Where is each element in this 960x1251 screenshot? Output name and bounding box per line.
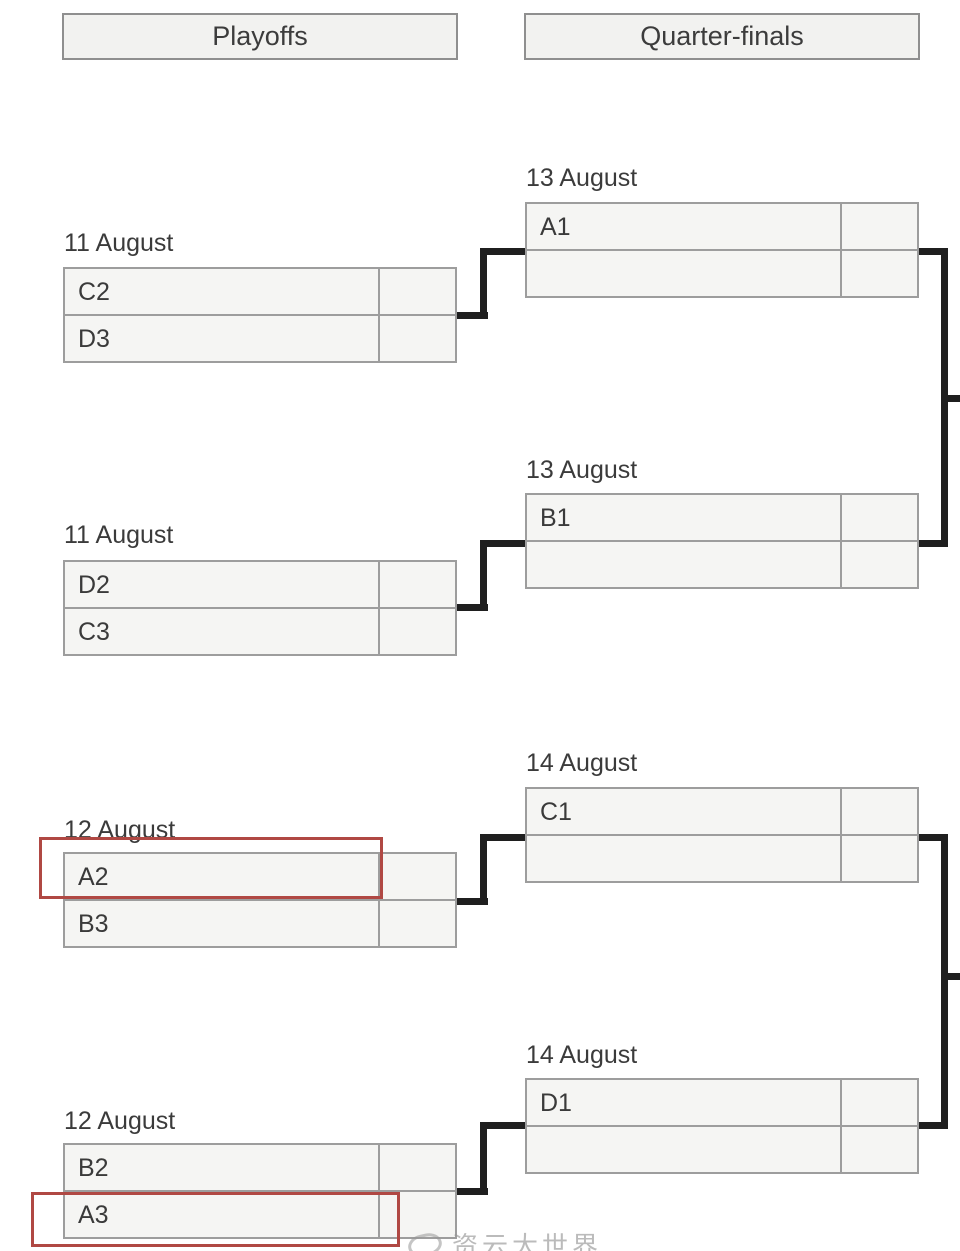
match-row: A2 (63, 852, 457, 901)
score-cell (840, 251, 917, 296)
match-row: D2 (63, 560, 457, 609)
score-cell (378, 1192, 455, 1237)
score-cell (840, 836, 917, 881)
score-cell (378, 609, 455, 654)
score-cell (840, 204, 917, 249)
team-name: C2 (78, 278, 110, 306)
bracket-connector (941, 834, 948, 1129)
team-name: A3 (78, 1201, 109, 1229)
bracket-connector (941, 248, 948, 547)
score-cell (378, 1145, 455, 1190)
highlight-box-a3 (31, 1192, 400, 1247)
match-row: C2 (63, 267, 457, 316)
team-name: C1 (540, 798, 572, 826)
match-row: D3 (63, 314, 457, 363)
score-cell (378, 316, 455, 361)
match-box-playoff-3: A2 B3 (63, 852, 457, 948)
match-row (525, 249, 919, 298)
score-cell (840, 1080, 917, 1125)
round-header-playoffs-label: Playoffs (212, 21, 308, 51)
match-box-playoff-4: B2 A3 (63, 1143, 457, 1239)
match-row: A3 (63, 1190, 457, 1239)
round-header-quarterfinals: Quarter-finals (524, 13, 920, 60)
match-row: B1 (525, 493, 919, 542)
match-date: 13 August (526, 456, 638, 484)
bracket-connector (457, 1188, 488, 1195)
bracket-connector (487, 834, 525, 841)
team-name: D3 (78, 325, 110, 353)
match-row: C3 (63, 607, 457, 656)
match-row: D1 (525, 1078, 919, 1127)
team-name: C3 (78, 618, 110, 646)
score-cell (840, 1127, 917, 1172)
watermark-swirl-icon (406, 1230, 444, 1251)
score-cell (378, 562, 455, 607)
team-name (527, 542, 840, 587)
match-date: 14 August (526, 749, 638, 777)
match-row (525, 1125, 919, 1174)
highlight-box-a2 (39, 837, 383, 899)
score-cell (840, 789, 917, 834)
match-date: 12 August (64, 1107, 176, 1135)
score-cell (378, 854, 455, 899)
match-row: B3 (63, 899, 457, 948)
bracket-connector (480, 834, 487, 905)
match-date: 11 August (64, 521, 174, 549)
team-name: A1 (540, 213, 571, 241)
score-cell (840, 542, 917, 587)
bracket-connector (480, 540, 487, 611)
score-cell (378, 269, 455, 314)
team-name: B2 (78, 1154, 109, 1182)
bracket-connector (487, 540, 525, 547)
match-date: 14 August (526, 1041, 638, 1069)
watermark: 资云大世界 (406, 1226, 603, 1251)
watermark-text: 资云大世界 (452, 1231, 603, 1251)
team-name (527, 836, 840, 881)
team-name: B1 (540, 504, 571, 532)
match-row: A1 (525, 202, 919, 251)
bracket-connector (919, 248, 948, 255)
bracket-connector (919, 834, 948, 841)
team-name: D2 (78, 571, 110, 599)
team-name (527, 1127, 840, 1172)
bracket-connector (948, 973, 960, 980)
bracket-connector (487, 248, 525, 255)
match-row: B2 (63, 1143, 457, 1192)
team-name: B3 (78, 910, 109, 938)
bracket-connector (919, 540, 948, 547)
match-box-qf-4: D1 (525, 1078, 919, 1174)
match-row (525, 540, 919, 589)
match-row: C1 (525, 787, 919, 836)
bracket-connector (457, 604, 488, 611)
team-name: A2 (78, 863, 109, 891)
team-name: D1 (540, 1089, 572, 1117)
match-box-playoff-1: C2 D3 (63, 267, 457, 363)
bracket-connector (457, 898, 488, 905)
match-date: 11 August (64, 229, 174, 257)
bracket-connector (480, 1122, 487, 1195)
match-row (525, 834, 919, 883)
match-box-qf-2: B1 (525, 493, 919, 589)
match-date: 13 August (526, 164, 638, 192)
round-header-quarterfinals-label: Quarter-finals (640, 21, 804, 51)
match-box-qf-3: C1 (525, 787, 919, 883)
bracket-connector (457, 312, 488, 319)
match-box-playoff-2: D2 C3 (63, 560, 457, 656)
match-box-qf-1: A1 (525, 202, 919, 298)
team-name (527, 251, 840, 296)
score-cell (840, 495, 917, 540)
bracket-connector (919, 1122, 948, 1129)
bracket-connector (480, 248, 487, 319)
bracket-connector (487, 1122, 525, 1129)
round-header-playoffs: Playoffs (62, 13, 458, 60)
score-cell (378, 901, 455, 946)
bracket-connector (948, 395, 960, 402)
